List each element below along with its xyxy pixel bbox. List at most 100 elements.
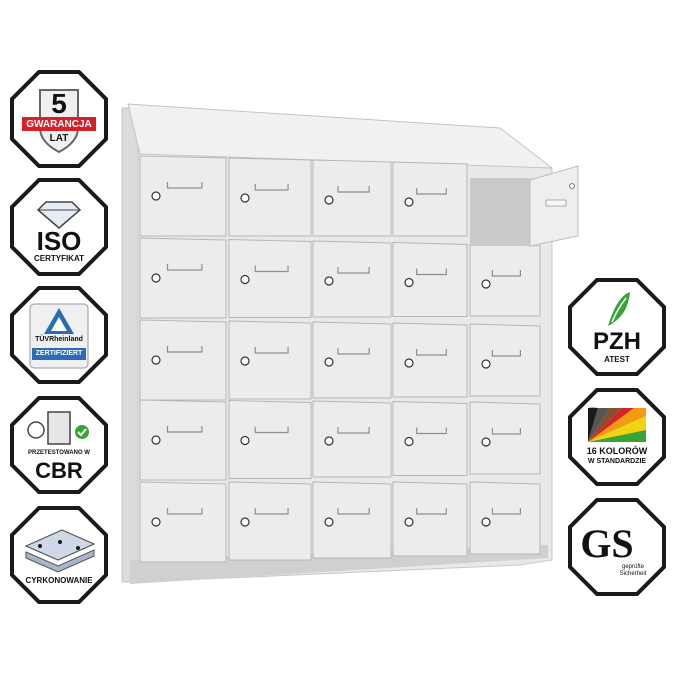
door-lock — [240, 517, 250, 527]
door-lock — [324, 195, 334, 205]
colors-badge: 16 KOLORÓW W STANDARDZIE — [568, 388, 666, 486]
warranty-ribbon: GWARANCJA — [26, 119, 92, 130]
door-handle — [254, 265, 289, 273]
door-lock — [240, 193, 250, 203]
door-lock — [481, 279, 491, 289]
gs-badge: GS geprüfte Sicherheit — [568, 498, 666, 596]
door-lock — [481, 517, 491, 527]
tuv-badge: TÜVRheinland ZERTIFIZIERT — [10, 286, 108, 384]
iso-badge: ISO CERTYFIKAT — [10, 178, 108, 276]
locker-door — [392, 161, 468, 237]
door-lock — [481, 437, 491, 447]
gs-small-2: Sicherheit — [619, 571, 647, 577]
door-handle — [491, 428, 521, 435]
locker-door — [228, 238, 312, 318]
zinc-badge: CYRKONOWANIE — [10, 506, 108, 604]
locker-door — [139, 481, 227, 563]
door-handle — [166, 346, 203, 353]
door-lock — [151, 435, 161, 445]
iso-title: ISO — [36, 226, 82, 256]
color-palette-icon — [588, 407, 646, 442]
door-lock — [404, 277, 414, 288]
door-lock — [324, 276, 334, 286]
layered-sheet-icon — [24, 529, 96, 573]
zinc-sub: CYRKONOWANIE — [25, 576, 93, 585]
gs-small-1: geprüfte — [621, 564, 645, 570]
door-handle — [254, 508, 289, 515]
locker-door — [139, 399, 227, 481]
door-lock — [404, 436, 414, 447]
door-lock — [404, 197, 414, 207]
door-handle — [254, 184, 289, 191]
locker-door — [392, 481, 468, 557]
door-lock — [404, 517, 414, 527]
leaf-dna-icon — [608, 292, 630, 326]
locker-door — [228, 399, 312, 479]
diamond-icon — [36, 201, 82, 229]
door-handle — [254, 426, 289, 434]
door-handle — [416, 268, 447, 276]
locker-door — [469, 481, 541, 555]
locker-check-icon — [27, 411, 89, 445]
door-handle — [416, 427, 447, 435]
door-lock — [324, 436, 334, 446]
locker-door — [392, 322, 468, 398]
pzh-sub: ATEST — [604, 355, 630, 364]
warranty-number: 5 — [51, 88, 67, 119]
door-lock — [481, 359, 491, 369]
locker-door — [139, 319, 227, 401]
locker-door — [228, 320, 312, 400]
door-lock — [151, 517, 161, 527]
cbr-small: PRZETESTOWANO W — [28, 450, 90, 456]
warranty-sub: LAT — [49, 133, 69, 144]
tuv-sub: ZERTIFIZIERT — [35, 350, 83, 357]
tuv-brand: TÜVRheinland — [35, 336, 83, 343]
iso-sub: CERTYFIKAT — [33, 254, 85, 263]
locker-door — [312, 481, 392, 559]
door-handle — [416, 188, 447, 195]
door-handle — [416, 508, 447, 515]
pzh-badge: PZH ATEST — [568, 278, 666, 376]
door-handle — [491, 270, 521, 277]
pzh-title: PZH — [593, 328, 641, 355]
warranty-badge: 5 GWARANCJA LAT — [10, 70, 108, 168]
door-lock — [324, 517, 334, 527]
door-lock — [240, 356, 250, 366]
door-lock — [324, 357, 334, 367]
locker-door — [312, 321, 392, 399]
locker-door — [392, 241, 468, 317]
cbr-badge: PRZETESTOWANO W CBR — [10, 396, 108, 494]
gs-mark: GS — [580, 521, 634, 566]
door-handle — [416, 349, 447, 356]
door-handle — [491, 508, 521, 515]
locker-door — [469, 323, 541, 397]
door-lock — [151, 355, 161, 365]
door-handle — [254, 347, 289, 354]
door-lock — [151, 273, 161, 283]
locker-doors — [139, 155, 541, 563]
door-handle — [166, 182, 203, 189]
door-handle — [337, 348, 370, 355]
door-handle — [166, 426, 203, 433]
open-compartment — [470, 165, 579, 247]
door-lock — [240, 435, 250, 446]
locker-door — [139, 155, 227, 237]
door-handle — [337, 186, 370, 193]
door-handle — [166, 508, 203, 515]
locker-door — [312, 159, 392, 237]
cbr-title: CBR — [35, 458, 83, 483]
door-handle — [337, 267, 370, 274]
locker-door — [139, 237, 227, 319]
door-handle — [337, 508, 370, 515]
door-handle — [491, 350, 521, 357]
colors-sub: W STANDARDZIE — [587, 458, 647, 465]
locker-door — [312, 400, 392, 478]
door-lock — [151, 191, 161, 201]
door-lock — [240, 274, 250, 285]
locker-door — [228, 157, 312, 237]
locker-door — [469, 401, 541, 475]
locker-door — [228, 481, 312, 561]
locker-door — [392, 400, 468, 476]
colors-title: 16 KOLORÓW — [586, 446, 648, 456]
